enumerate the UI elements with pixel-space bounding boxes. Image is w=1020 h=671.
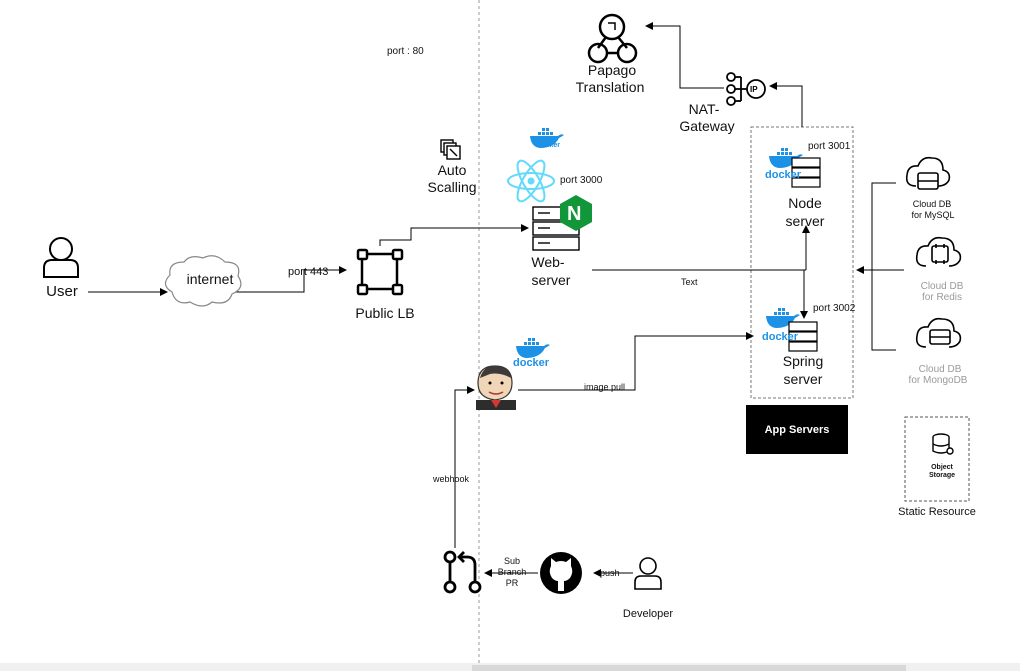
user-label: User [46, 283, 78, 300]
react-icon [507, 159, 555, 203]
node-server-label-line1: Node [788, 195, 822, 211]
auto-scaling-icon [440, 139, 461, 160]
developer-icon [634, 557, 662, 590]
docker-icon-jenkins [516, 338, 550, 358]
github-icon [540, 552, 582, 594]
object-storage-label-line1: Object [931, 464, 953, 471]
app-servers-badge: App Servers [746, 405, 848, 454]
ip-text: IP [750, 85, 758, 94]
image-pull-label: image pull [584, 382, 626, 392]
mysql-label-line2: for MySQL [911, 210, 955, 220]
push-label: push [600, 568, 620, 578]
docker-label-web: docker [537, 142, 560, 149]
sub-label: Sub [503, 556, 521, 566]
edges [88, 22, 904, 577]
pr-label: PR [505, 578, 519, 588]
user-icon [43, 237, 79, 278]
mongo-label-line2: for MongoDB [908, 375, 968, 386]
port3000-label: port 3000 [560, 175, 603, 186]
nat-gateway-icon [726, 72, 766, 106]
edge-node-nat [769, 82, 803, 127]
internet-label: internet [186, 271, 234, 287]
edge-webhook [454, 386, 475, 548]
object-storage-label-line2: Storage [928, 472, 956, 479]
edge-internet-lb [233, 266, 347, 293]
pull-request-icon [443, 550, 482, 594]
branch-label: Branch [497, 567, 527, 577]
port3002-label: port 3002 [813, 303, 856, 314]
edge-nat-papago [645, 22, 724, 89]
developer-label: Developer [622, 608, 674, 620]
text-edge-label: Text [681, 277, 698, 287]
web-server-label-line2: server [531, 272, 571, 288]
nat-label-line2: Gateway [679, 118, 735, 134]
papago-icon [587, 13, 638, 64]
auto-scaling-label-line1: Auto [437, 162, 467, 178]
server-icon-node [791, 157, 821, 188]
static-resource-group [904, 416, 970, 502]
nginx-letter: N [567, 203, 581, 225]
redis-label-line2: for Redis [921, 292, 963, 303]
mysql-db-icon [905, 156, 951, 190]
object-storage-icon [932, 433, 954, 455]
docker-label-spring: docker [762, 331, 799, 343]
papago-label: Papago [587, 62, 637, 78]
edge-db-bracket [871, 182, 896, 351]
edge-image-pull [518, 332, 754, 391]
mysql-label-line1: Cloud DB [912, 199, 952, 209]
nginx-icon [560, 195, 592, 231]
webhook-label: webhook [433, 474, 470, 484]
web-server-label-line1: Web- [531, 254, 565, 270]
edge-lb-web [379, 224, 529, 246]
horizontal-scrollbar[interactable] [472, 665, 906, 671]
load-balancer-icon [356, 248, 404, 296]
docker-label-node: docker [765, 169, 802, 181]
node-server-label-line2: server [785, 213, 825, 229]
translation-label: Translation [575, 79, 645, 95]
jenkins-icon [476, 365, 516, 410]
internet-cloud-icon [164, 255, 242, 307]
spring-server-label-line2: server [783, 371, 823, 387]
port3001-label: port 3001 [808, 141, 851, 152]
port443-label: port 443 [288, 266, 329, 278]
server-icon-spring [788, 321, 818, 352]
docker-label-jenkins: docker [513, 357, 550, 369]
static-resource-label: Static Resource [898, 506, 976, 518]
mongo-label-line1: Cloud DB [918, 364, 962, 375]
nat-label-line1: NAT- [688, 101, 720, 117]
spring-server-label-line1: Spring [782, 353, 824, 369]
redis-label-line1: Cloud DB [920, 281, 964, 292]
redis-db-icon [915, 236, 962, 267]
auto-scaling-label-line2: Scalling [427, 179, 477, 195]
port80-label: port : 80 [387, 46, 424, 57]
mongodb-icon [915, 317, 962, 348]
public-lb-label: Public LB [355, 305, 415, 321]
